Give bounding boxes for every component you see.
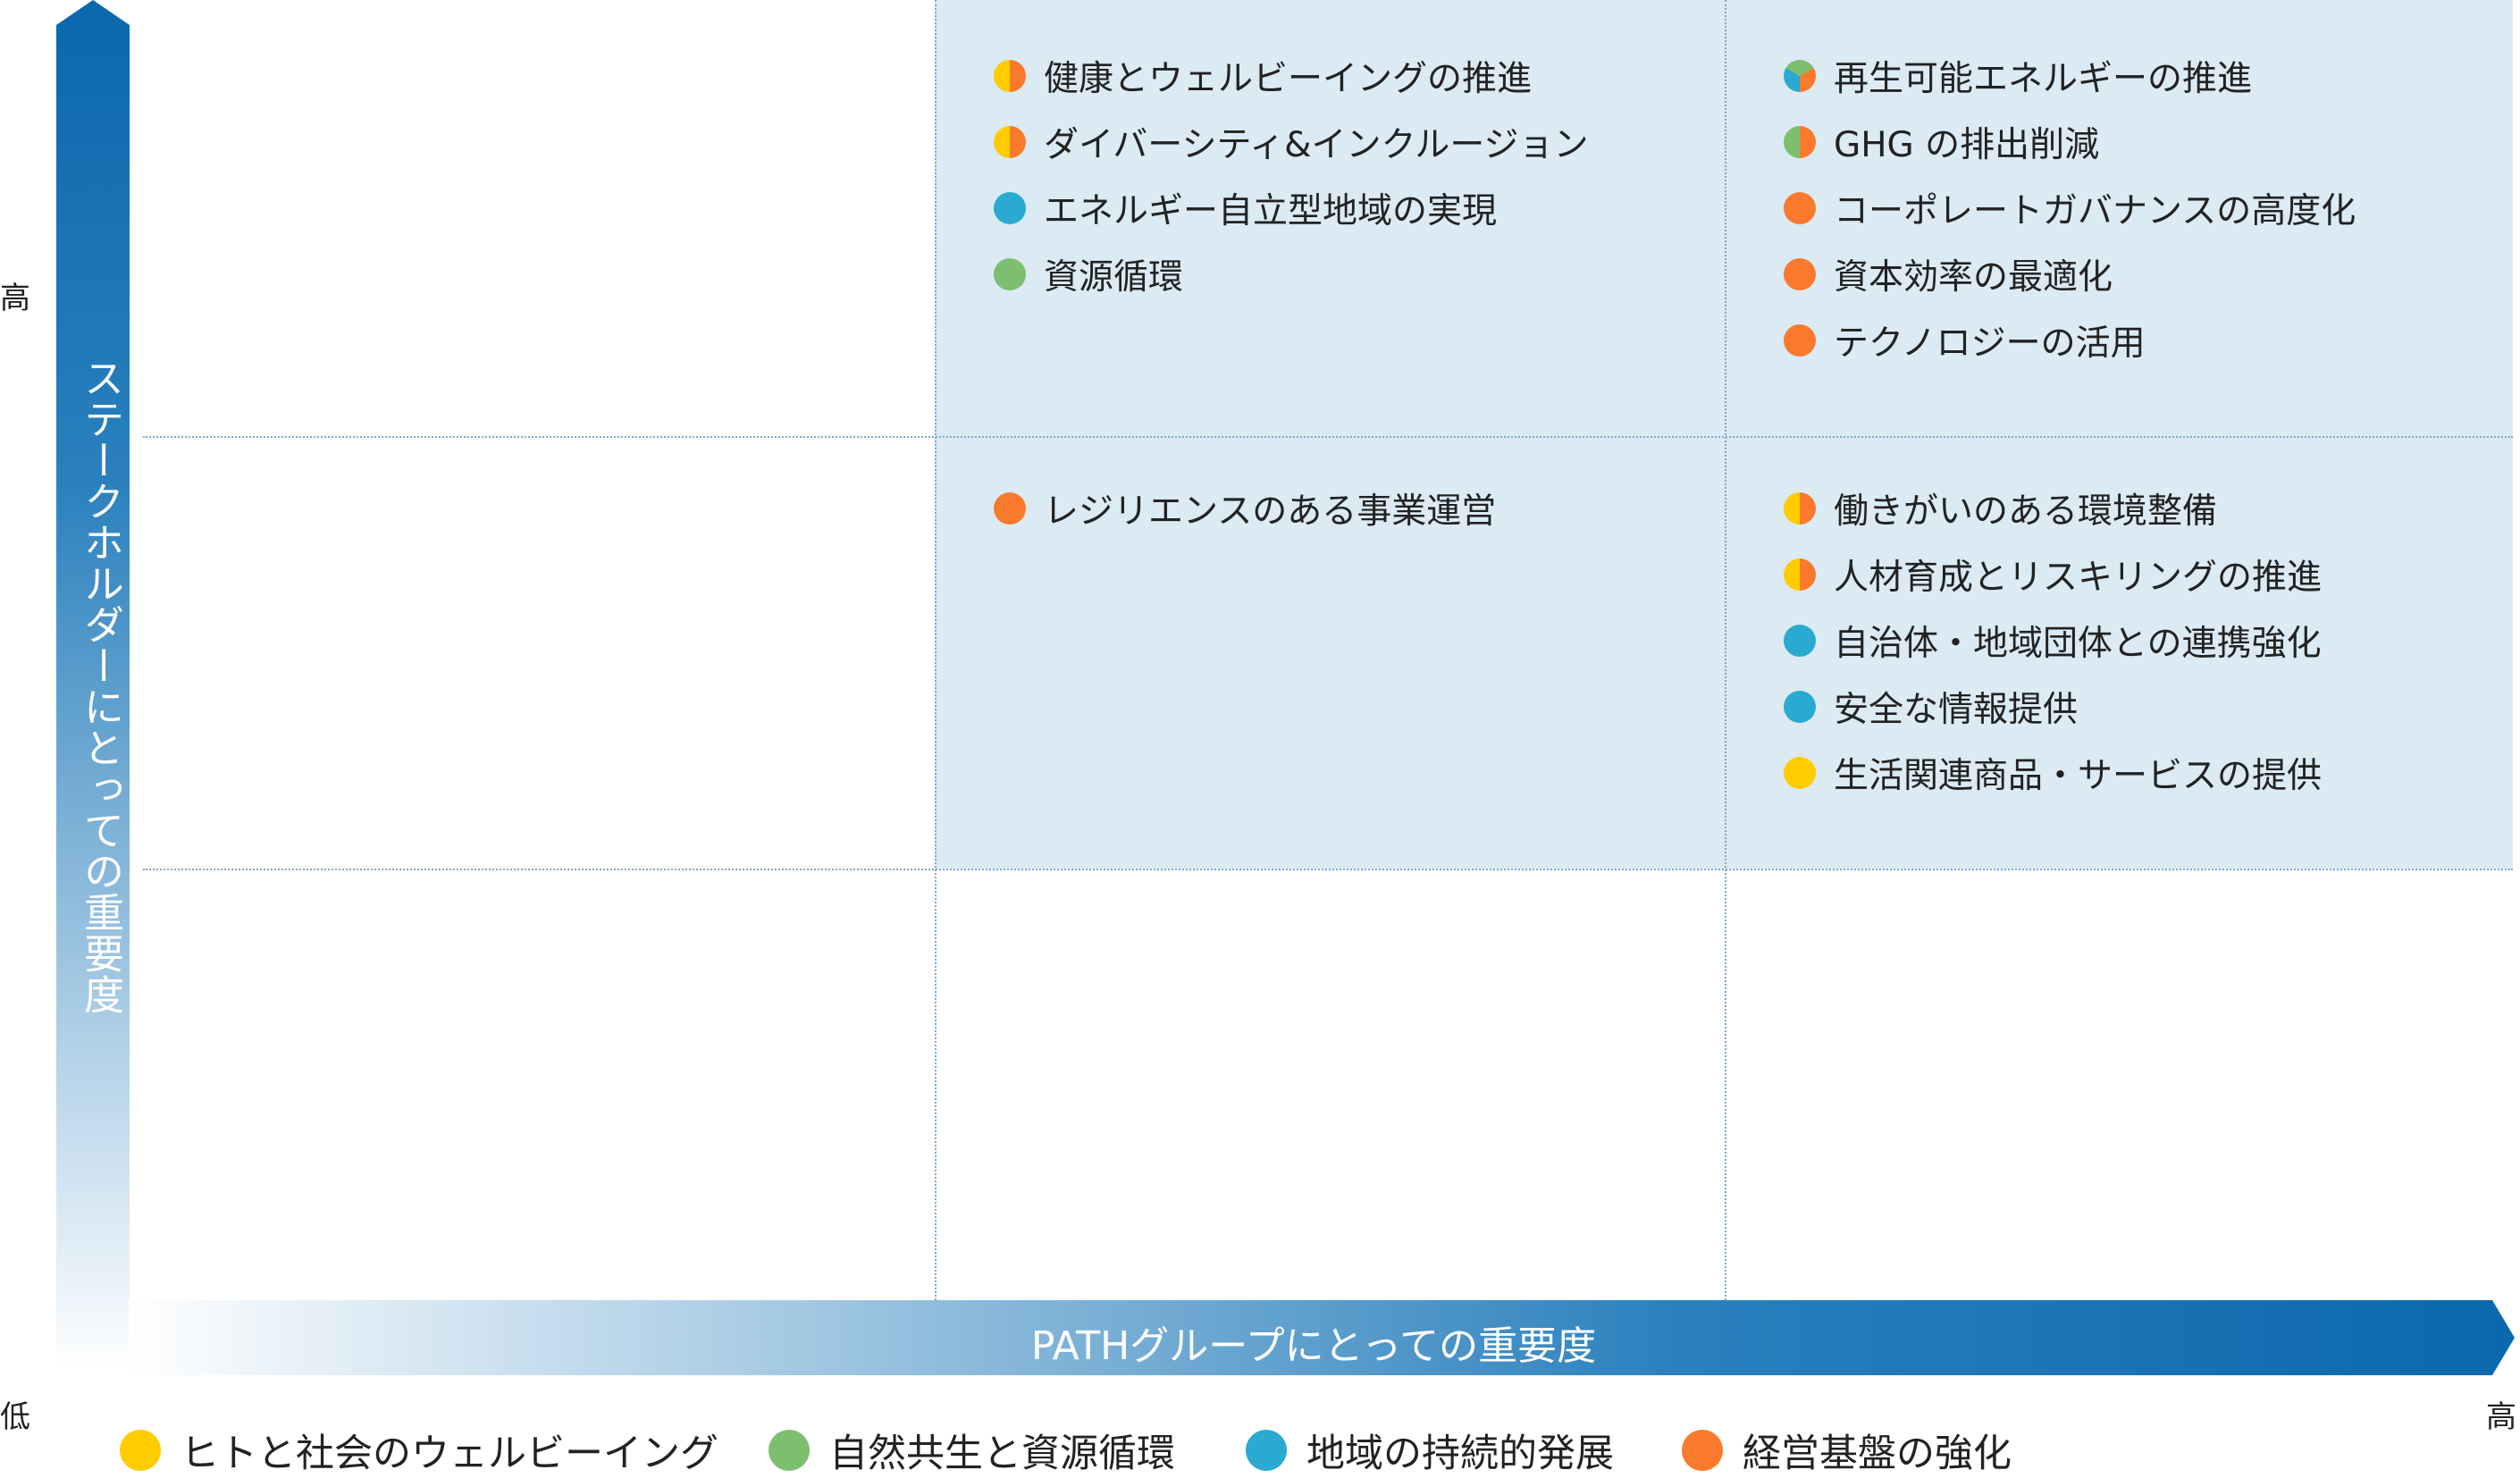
- grid-line-horizontal-2: [143, 869, 2513, 870]
- legend: ヒトと社会のウェルビーイング 自然共生と資源循環 地域の持続的発展 経営基盤の強…: [0, 1423, 2520, 1476]
- matrix-item-label: コーポレートガバナンスの高度化: [1834, 191, 2356, 231]
- legend-item-region: 地域の持続的発展: [1246, 1423, 1614, 1478]
- nature-category-icon: [769, 1430, 810, 1471]
- matrix-item-label: 健康とウェルビーイングの推進: [1044, 59, 1533, 99]
- category-icon: [994, 60, 1026, 92]
- category-icon: [994, 192, 1026, 224]
- category-icon: [994, 126, 1026, 158]
- matrix-item-label: エネルギー自立型地域の実現: [1044, 191, 1498, 231]
- matrix-item-label: 資源循環: [1044, 257, 1184, 298]
- matrix-item-label: 自治体・地域団体との連携強化: [1834, 624, 2322, 664]
- matrix-item: 安全な情報提供: [1784, 674, 2322, 740]
- matrix-item: 自治体・地域団体との連携強化: [1784, 608, 2322, 674]
- y-axis-arrow: [56, 0, 130, 1372]
- category-icon: [1784, 625, 1816, 657]
- category-icon: [1784, 757, 1816, 789]
- category-icon: [1784, 258, 1816, 290]
- matrix-item-label: 人材育成とリスキリングの推進: [1834, 558, 2323, 598]
- category-icon: [1784, 691, 1816, 723]
- matrix-item-label: ダイバーシティ&インクルージョン: [1044, 125, 1589, 165]
- matrix-item-label: 生活関連商品・サービスの提供: [1834, 756, 2323, 796]
- matrix-item-label: GHG の排出削減: [1834, 125, 2100, 165]
- region-category-icon: [1246, 1430, 1287, 1471]
- cell-top-middle: 健康とウェルビーイングの推進ダイバーシティ&インクルージョンエネルギー自立型地域…: [994, 43, 1589, 307]
- category-icon: [994, 492, 1026, 525]
- legend-label: 地域の持続的発展: [1306, 1432, 1614, 1476]
- category-icon: [1784, 126, 1816, 158]
- legend-item-management: 経営基盤の強化: [1682, 1423, 2012, 1478]
- matrix-item: 健康とウェルビーイングの推進: [994, 43, 1589, 109]
- legend-label: ヒトと社会のウェルビーイング: [181, 1432, 718, 1476]
- grid-line-vertical-2: [1725, 0, 1726, 1300]
- matrix-item: 資源循環: [994, 241, 1589, 307]
- matrix-item: テクノロジーの活用: [1784, 307, 2356, 374]
- y-axis-high-label: 高: [0, 281, 30, 316]
- category-icon: [1784, 492, 1816, 525]
- matrix-item-label: レジリエンスのある事業運営: [1044, 491, 1497, 532]
- high-importance-zone: [935, 0, 2513, 869]
- people-category-icon: [120, 1430, 161, 1471]
- matrix-item: コーポレートガバナンスの高度化: [1784, 175, 2356, 241]
- matrix-item-label: 再生可能エネルギーの推進: [1834, 59, 2253, 99]
- cell-top-right: 再生可能エネルギーの推進 GHG の排出削減コーポレートガバナンスの高度化資本効率…: [1784, 43, 2356, 374]
- matrix-item: レジリエンスのある事業運営: [994, 475, 1496, 542]
- matrix-item: 資本効率の最適化: [1784, 241, 2356, 307]
- category-icon: [1784, 60, 1816, 92]
- x-axis-high-label: 高: [2486, 1399, 2516, 1435]
- axis-low-label: 低: [0, 1399, 30, 1435]
- legend-label: 自然共生と資源循環: [829, 1432, 1175, 1476]
- grid-line-horizontal-1: [143, 436, 2513, 438]
- x-axis-arrow: [129, 1300, 2515, 1375]
- matrix-item: 再生可能エネルギーの推進: [1784, 43, 2356, 109]
- matrix-item: GHG の排出削減: [1784, 109, 2356, 175]
- category-icon: [1784, 192, 1816, 224]
- matrix-item-label: 資本効率の最適化: [1834, 257, 2113, 298]
- cell-mid-middle: レジリエンスのある事業運営: [994, 475, 1496, 542]
- matrix-item-label: 安全な情報提供: [1834, 690, 2079, 730]
- matrix-item-label: テクノロジーの活用: [1834, 323, 2146, 364]
- category-icon: [994, 258, 1026, 290]
- matrix-item: ダイバーシティ&インクルージョン: [994, 109, 1589, 175]
- legend-item-people: ヒトと社会のウェルビーイング: [120, 1423, 718, 1478]
- y-axis-label: ステークホルダーにとっての重要度: [77, 357, 124, 1015]
- matrix-item: エネルギー自立型地域の実現: [994, 175, 1589, 241]
- matrix-item-label: 働きがいのある環境整備: [1834, 491, 2218, 532]
- matrix-item: 人材育成とリスキリングの推進: [1784, 542, 2322, 608]
- legend-item-nature: 自然共生と資源循環: [769, 1423, 1175, 1478]
- legend-label: 経営基盤の強化: [1743, 1432, 2012, 1476]
- category-icon: [1784, 558, 1816, 591]
- cell-mid-right: 働きがいのある環境整備人材育成とリスキリングの推進自治体・地域団体との連携強化安…: [1784, 475, 2322, 806]
- matrix-item: 生活関連商品・サービスの提供: [1784, 740, 2322, 806]
- matrix-item: 働きがいのある環境整備: [1784, 475, 2322, 542]
- category-icon: [1784, 324, 1816, 357]
- grid-line-vertical-1: [935, 0, 937, 1300]
- management-category-icon: [1682, 1430, 1723, 1471]
- x-axis-label: PATHグループにとっての重要度: [1030, 1323, 1597, 1369]
